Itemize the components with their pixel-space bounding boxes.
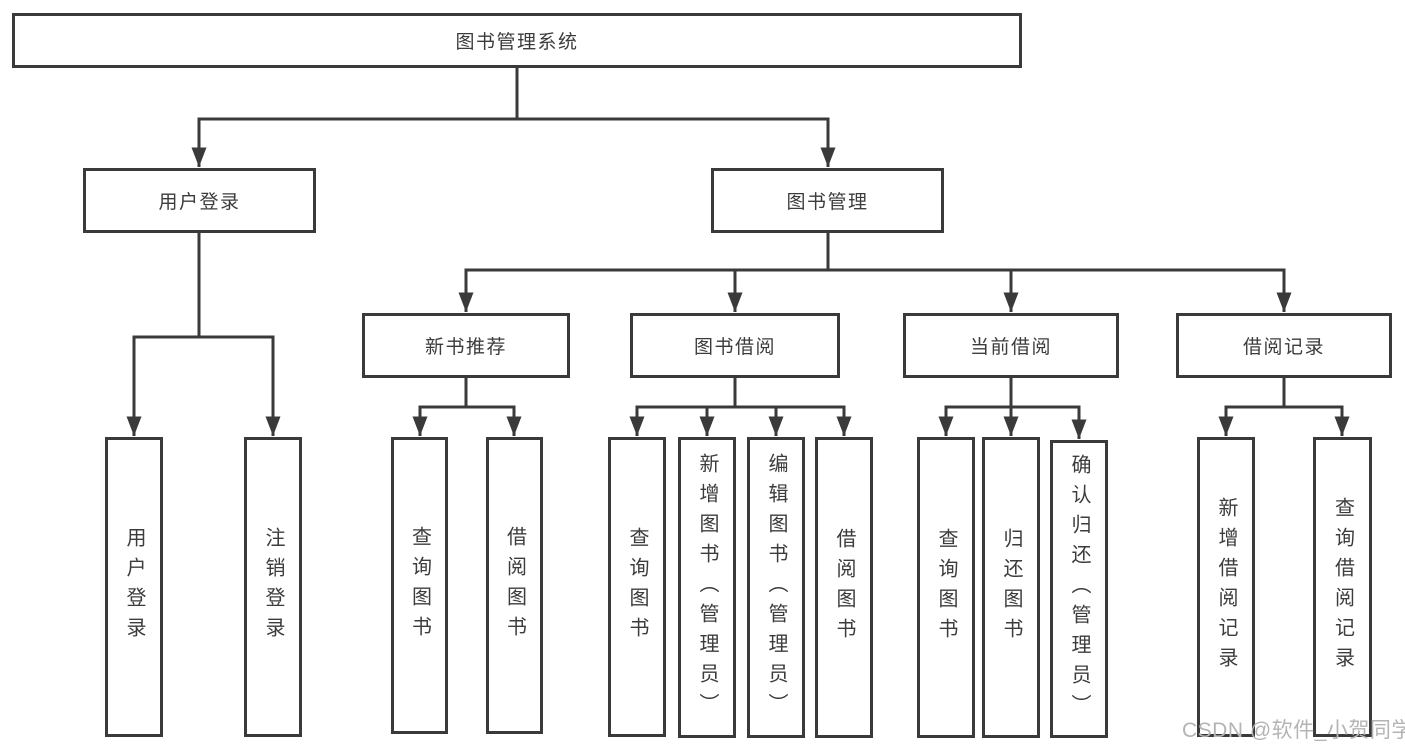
node-borrow-books-1: 借阅图书 (486, 437, 543, 734)
node-edit-books-admin: 编辑图书（管理员） (747, 437, 805, 738)
node-book-borrow: 图书借阅 (630, 313, 840, 378)
node-current-borrow: 当前借阅 (903, 313, 1119, 378)
connector-book-mgmt-to-borrow-records (826, 233, 1292, 312)
node-query-borrow-record: 查询借阅记录 (1313, 437, 1372, 737)
node-query-books-2: 查询图书 (608, 437, 666, 737)
connector-book-mgmt-to-new-book-rec (458, 233, 830, 312)
connector-book-mgmt-to-book-borrow (727, 233, 830, 312)
node-add-borrow-record: 新增借阅记录 (1197, 437, 1255, 737)
node-confirm-return-admin: 确认归还（管理员） (1050, 440, 1108, 738)
connector-root-to-user-login (191, 68, 519, 167)
connector-user-login-to-logout-op (197, 233, 281, 436)
connectors-group (126, 68, 1350, 439)
node-new-book-rec: 新书推荐 (362, 313, 570, 378)
node-logout-op: 注销登录 (244, 437, 302, 737)
node-return-books: 归还图书 (982, 437, 1040, 738)
connector-book-borrow-to-borrow-books-2 (733, 378, 852, 436)
node-borrow-records: 借阅记录 (1176, 313, 1392, 378)
connector-new-book-rec-to-borrow-books-1 (464, 378, 522, 436)
node-borrow-books-2: 借阅图书 (815, 437, 873, 738)
node-user-login-op: 用户登录 (105, 437, 163, 737)
node-query-books-1: 查询图书 (391, 437, 448, 734)
node-query-books-3: 查询图书 (917, 437, 975, 738)
node-book-mgmt: 图书管理 (711, 168, 944, 233)
connector-new-book-rec-to-query-books-1 (412, 378, 468, 436)
connector-root-to-book-mgmt (515, 68, 836, 167)
connector-borrow-records-to-add-borrow-record (1218, 378, 1286, 436)
watermark: CSDN @软件_小贺同学 (1182, 719, 1405, 742)
connector-borrow-records-to-query-borrow-record (1282, 378, 1350, 436)
node-add-books-admin: 新增图书（管理员） (678, 437, 736, 738)
connector-book-borrow-to-add-books-admin (699, 378, 737, 436)
connector-current-borrow-to-query-books-3 (938, 378, 1013, 436)
connector-book-mgmt-to-current-borrow (826, 233, 1019, 312)
connector-current-borrow-to-confirm-return-admin (1009, 378, 1087, 439)
node-root: 图书管理系统 (12, 13, 1022, 68)
node-user-login: 用户登录 (83, 168, 316, 233)
connector-user-login-to-user-login-op (126, 233, 201, 436)
